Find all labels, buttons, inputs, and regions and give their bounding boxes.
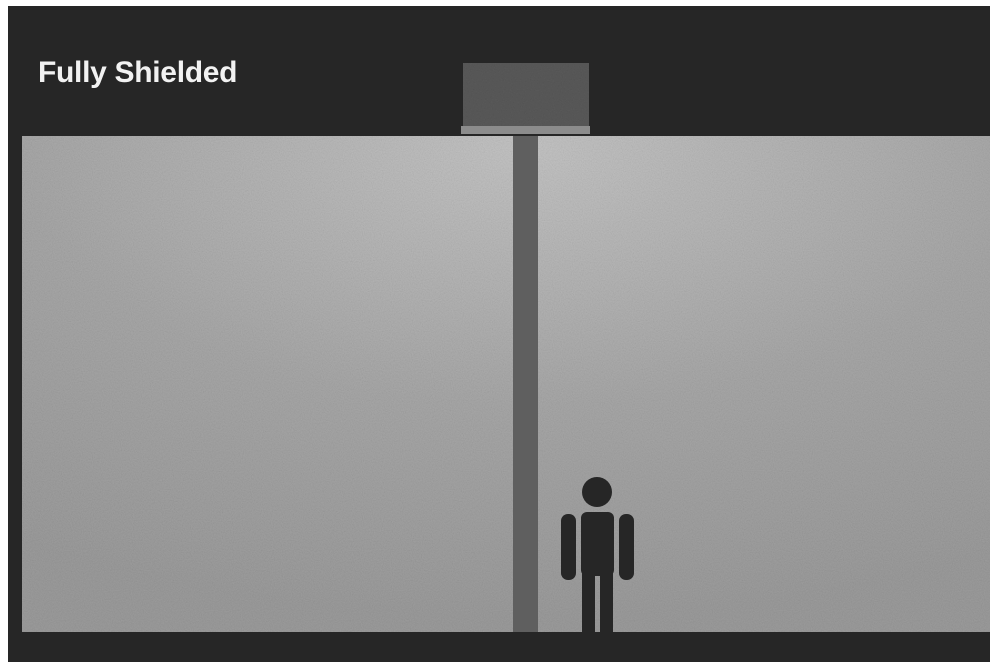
illuminated-area [22,136,990,632]
light-pole-icon [513,136,538,632]
lighting-scene [8,6,990,662]
diagram-frame: Fully Shielded [8,6,990,662]
shielded-light-fixture-icon [461,63,590,134]
diagram-title: Fully Shielded [38,58,237,88]
